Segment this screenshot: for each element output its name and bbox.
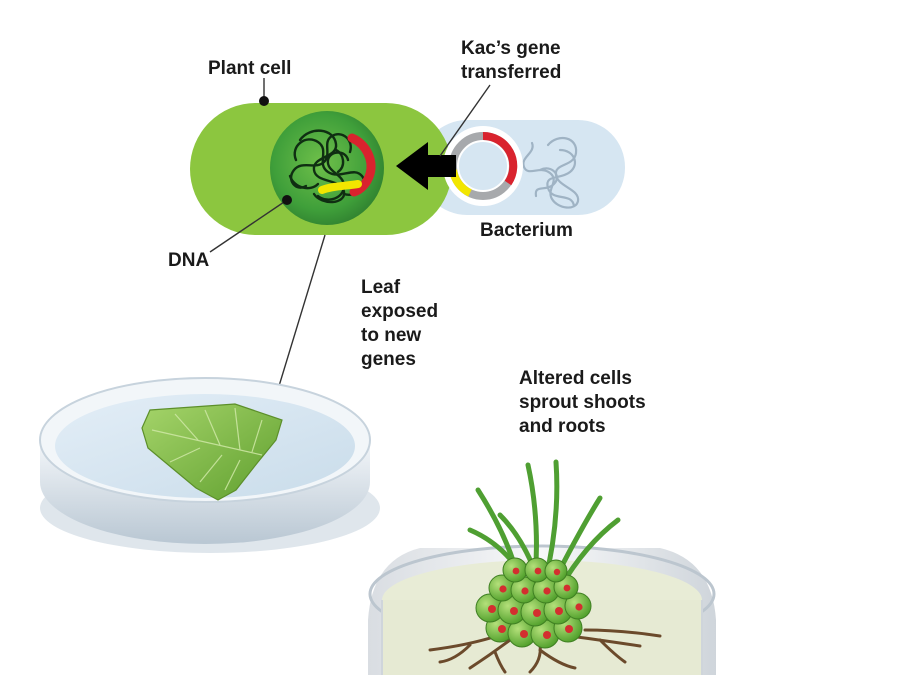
nucleus-gene-red [347,133,376,197]
dna-dot [282,195,292,205]
nucleus-gene-yellow [318,180,362,194]
gene-transferred-label: Kac’s gene transferred [461,38,562,83]
dna-label: DNA [168,250,210,271]
transfer-arrow-icon [396,142,456,190]
leaf-label: Leaf exposed to new genes [361,277,439,370]
dna-leader [209,199,288,253]
bacterial-chromosome [522,136,580,209]
plasmid-red-segment [482,131,518,186]
altered-cells-label: Altered cells sprout shoots and roots [519,368,646,437]
petri-dish-icon [39,377,380,553]
gene-leader [439,84,491,157]
bacterium-label: Bacterium [480,220,573,241]
plant-cell-dot [259,96,269,106]
plant-cell-label: Plant cell [208,58,292,79]
plant-cell [190,103,452,235]
growth-pot-icon [368,459,716,675]
leaf-icon [141,403,283,501]
cell-dots [488,567,583,639]
leaf-veins [151,407,263,491]
